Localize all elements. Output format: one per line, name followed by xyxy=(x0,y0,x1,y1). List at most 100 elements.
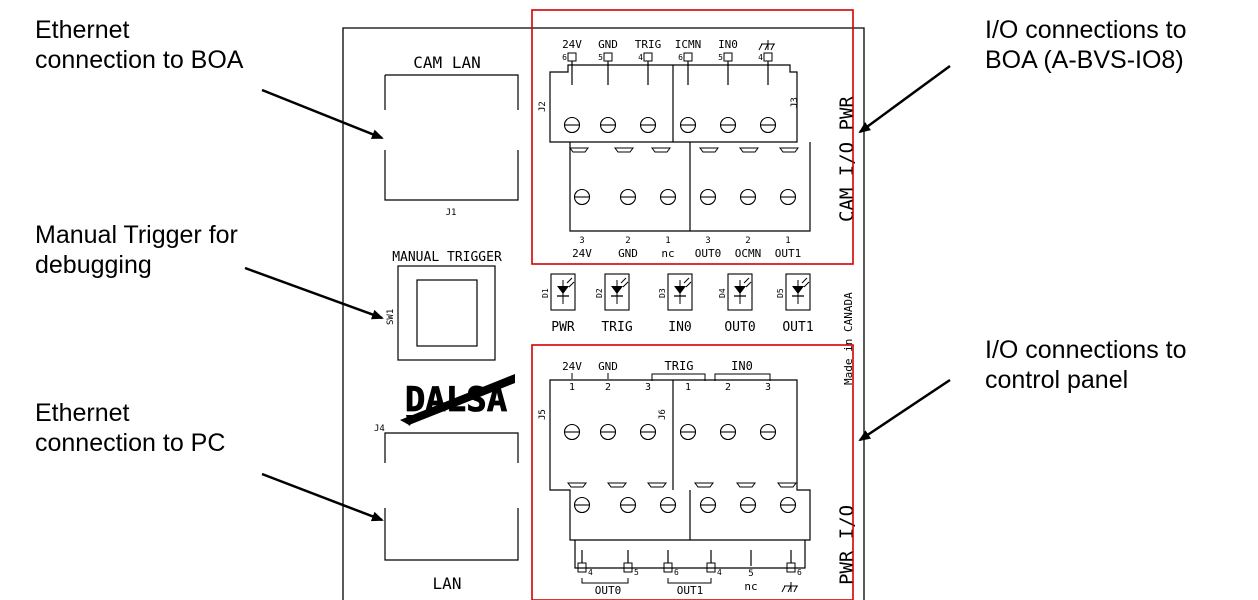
pin-number: 3 xyxy=(705,236,710,246)
lan-jack xyxy=(384,432,519,561)
pin-number: 1 xyxy=(665,236,670,246)
pin-number: 3 xyxy=(765,382,771,393)
cam-lan-label: CAM LAN xyxy=(413,53,480,72)
pin-number: 6 xyxy=(678,53,683,62)
connector-bodies xyxy=(549,64,811,569)
callout-line: debugging xyxy=(35,251,152,279)
j3-label: J3 xyxy=(790,97,800,108)
callout-line: BOA (A-BVS-IO8) xyxy=(985,46,1184,74)
terminal-post xyxy=(643,52,653,62)
callout-line: I/O connections to xyxy=(985,16,1187,44)
pin-label: IN0 xyxy=(718,38,738,51)
callout-ethernet-boa: Ethernet connection to BOA xyxy=(35,15,243,75)
pin-label: OCMN xyxy=(735,247,762,260)
pin-label: nc xyxy=(661,247,674,260)
led-designator: D4 xyxy=(718,288,727,298)
led-label: PWR xyxy=(551,320,575,335)
terminal-post xyxy=(723,52,733,62)
terminal-screws xyxy=(563,116,797,514)
screw-icon xyxy=(699,496,717,514)
made-in-label: Made in CANADA xyxy=(842,292,855,385)
led-designator: D5 xyxy=(776,288,785,298)
callout-line: Ethernet xyxy=(35,399,130,427)
pin-label: OUT0 xyxy=(695,247,722,260)
arrow-io-boa xyxy=(858,64,951,134)
screw-icon xyxy=(779,496,797,514)
terminal-post xyxy=(683,52,693,62)
led-designator: D3 xyxy=(658,288,667,298)
screw-icon xyxy=(759,423,777,441)
pin-number: 3 xyxy=(579,236,584,246)
j4-label: J4 xyxy=(374,424,385,434)
screw-icon xyxy=(639,116,657,134)
screw-icon xyxy=(699,188,717,206)
pwr-group-trig: TRIG xyxy=(665,359,694,373)
screw-icon xyxy=(659,188,677,206)
screw-icon xyxy=(573,188,591,206)
pwr-io-highlight-box xyxy=(531,344,854,600)
pin-number: 5 xyxy=(748,569,753,579)
callout-io-boa: I/O connections to BOA (A-BVS-IO8) xyxy=(985,15,1187,75)
pin-number: 5 xyxy=(598,53,603,62)
arrow-io-panel xyxy=(858,378,951,442)
screw-icon xyxy=(739,496,757,514)
screw-icon xyxy=(719,423,737,441)
callout-line: connection to PC xyxy=(35,429,226,457)
screw-icon xyxy=(573,496,591,514)
screw-icon xyxy=(779,188,797,206)
bottom-group-out0: OUT0 xyxy=(595,584,622,597)
pin-number: 6 xyxy=(797,568,802,577)
screw-icon xyxy=(639,423,657,441)
pin-number: 2 xyxy=(625,236,630,246)
pin-label: GND xyxy=(618,247,638,260)
screw-icon xyxy=(759,116,777,134)
cam-lan-jack xyxy=(384,74,519,201)
screw-icon xyxy=(563,423,581,441)
manual-trigger-label: MANUAL TRIGGER xyxy=(392,250,502,265)
pin-number: 4 xyxy=(638,53,643,62)
pin-number: 2 xyxy=(745,236,750,246)
pin-label: ICMN xyxy=(675,38,702,51)
callout-line: Ethernet xyxy=(35,16,130,44)
pin-number: 4 xyxy=(758,53,763,62)
manual-trigger-button[interactable] xyxy=(416,279,478,347)
led-designator: D1 xyxy=(541,288,550,298)
pin-label: GND xyxy=(598,360,618,373)
led-label: TRIG xyxy=(601,320,632,335)
screw-icon xyxy=(599,116,617,134)
lan-label: LAN xyxy=(433,574,462,593)
cam-io-pwr-label: CAM I/O PWR xyxy=(836,96,858,222)
led-designator: D2 xyxy=(595,288,604,298)
connector-latches xyxy=(567,147,799,488)
led-label: OUT0 xyxy=(724,320,755,335)
pin-number: 1 xyxy=(569,382,575,393)
svg-text:DALSA: DALSA xyxy=(405,380,507,420)
pin-label: TRIG xyxy=(635,38,662,51)
manual-trigger-switch-body xyxy=(397,265,496,361)
bottom-group-out1: OUT1 xyxy=(677,584,704,597)
pin-label: GND xyxy=(598,38,618,51)
callout-ethernet-pc: Ethernet connection to PC xyxy=(35,398,225,458)
sw1-label: SW1 xyxy=(386,309,396,325)
screw-icon xyxy=(739,188,757,206)
j2-label: J2 xyxy=(538,101,548,112)
pin-number: 5 xyxy=(718,53,723,62)
callout-line: Manual Trigger for xyxy=(35,221,238,249)
screw-icon xyxy=(679,423,697,441)
callout-line: connection to BOA xyxy=(35,46,244,74)
pin-label: 24V xyxy=(562,360,582,373)
ground-icon xyxy=(758,40,775,51)
board-outline xyxy=(342,27,865,600)
pin-number: 5 xyxy=(634,568,639,577)
callout-manual-trigger: Manual Trigger for debugging xyxy=(35,220,238,280)
pin-number: 4 xyxy=(717,568,722,577)
pwr-io-label: PWR I/O xyxy=(836,505,858,585)
